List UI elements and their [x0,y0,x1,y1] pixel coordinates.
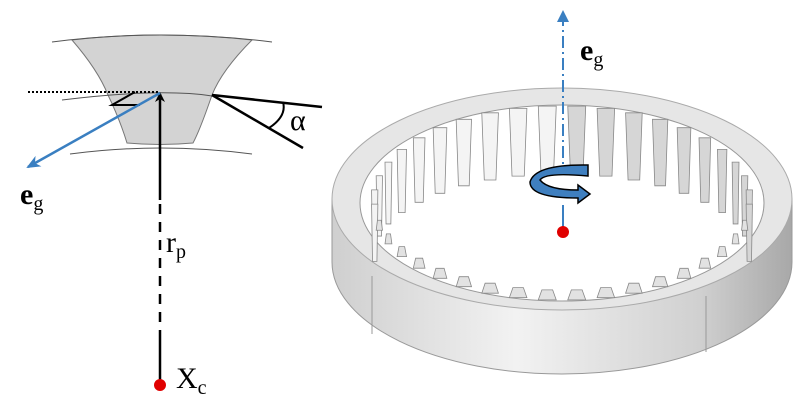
gear-tooth [432,267,448,279]
axis-arrowhead [557,10,569,22]
alpha-label: α [290,104,306,137]
gear-tooth [651,276,669,288]
pressure-line-1 [211,93,323,109]
gear-tooth [745,203,753,262]
gear-tooth [676,267,692,279]
gear-tooth [596,107,616,177]
gear-tooth [412,137,426,203]
pressure-line-2 [211,93,304,150]
alpha-arc [268,101,285,129]
gear-tooth [567,105,587,175]
gear-tooth [396,148,407,214]
gear-tooth [625,112,643,181]
gear-tooth [676,127,692,194]
gear-tooth [717,148,728,214]
rotation-arrow-icon [529,164,592,205]
gear-tooth [698,257,712,269]
eg-vector-arrow [26,91,161,169]
gear-tooth [396,246,408,258]
gear-tooth [698,137,712,203]
gear-tooth [716,246,728,258]
gear-tooth [652,118,669,187]
gear-tooth [375,219,383,231]
gear-tooth [567,289,587,301]
gear-tooth [371,203,379,262]
gear-tooth [455,118,472,187]
gear-tooth [508,107,528,177]
gear-tooth [731,233,740,245]
gear-tooth [625,282,643,294]
gear-center-point [557,226,569,238]
gear-tooth [384,233,393,245]
gear-tooth [537,105,557,175]
gear-teeth [371,105,753,301]
rp-label: rp [166,226,186,263]
gear-tooth [432,127,448,194]
gear-tooth [384,161,393,225]
eg-label-right: eg [580,34,604,71]
eg-label-left: eg [20,178,44,215]
gear-tooth [741,219,749,231]
tooth-profile [26,34,323,391]
center-point-xc [154,379,166,391]
gear-tooth [508,287,528,299]
gear-tooth [412,257,426,269]
gear-tooth [596,287,616,299]
xc-label: Xc [176,362,207,399]
pitch-arc [61,92,213,101]
ring-gear [331,10,793,375]
addendum-arc [51,34,273,43]
gear-tooth [481,112,499,181]
gear-tooth [481,282,499,294]
gear-tooth [731,161,740,225]
tangent-marker [108,91,140,106]
gear-tooth [537,289,557,301]
gear-tooth [455,276,473,288]
